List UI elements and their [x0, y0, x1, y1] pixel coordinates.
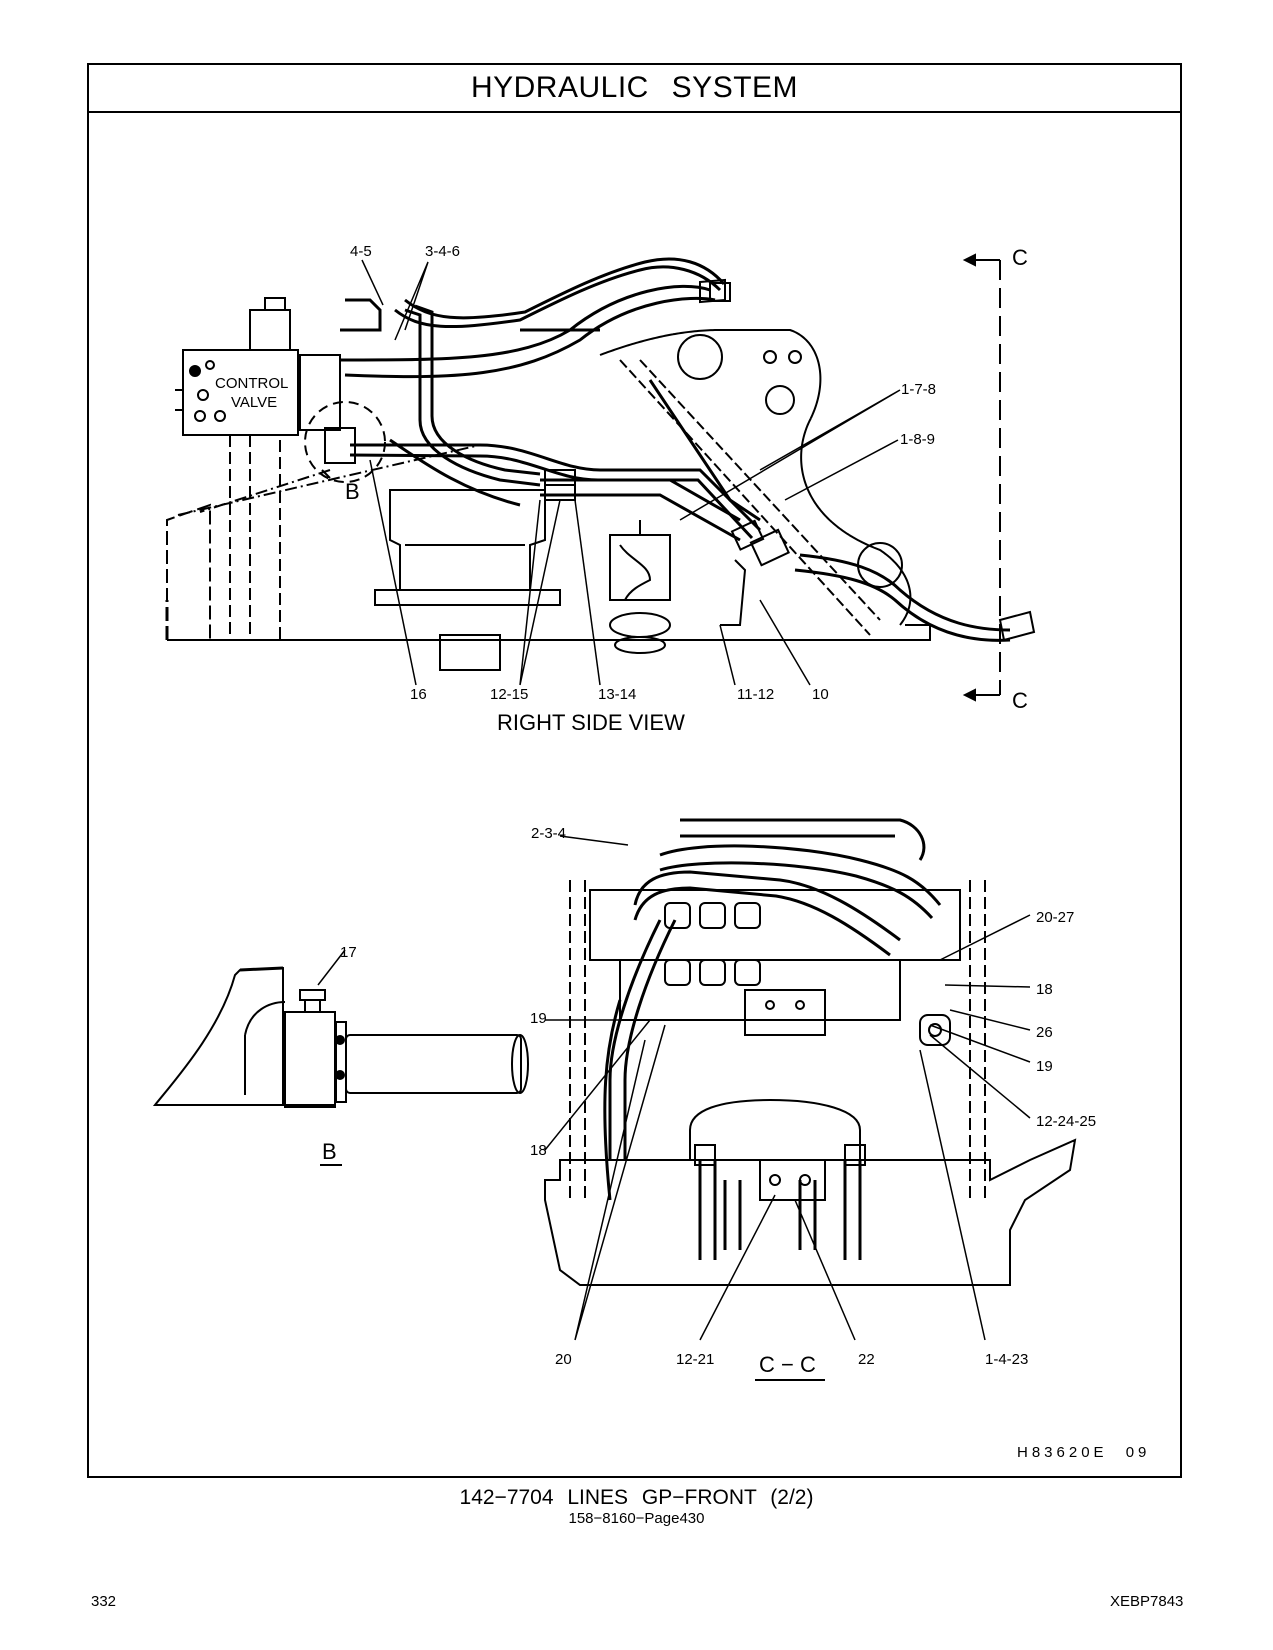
callout-13-14: 13-14 — [598, 686, 637, 703]
callout-10: 10 — [812, 686, 829, 703]
callout-2-3-4: 2-3-4 — [531, 825, 567, 842]
callout-12-15: 12-15 — [490, 686, 529, 703]
callout-1-7-8: 1-7-8 — [901, 381, 937, 398]
callout-16: 16 — [410, 686, 427, 703]
callout-22: 22 — [858, 1351, 875, 1368]
callout-1-8-9: 1-8-9 — [900, 431, 936, 448]
right-side-view-drawing — [165, 253, 1036, 702]
section-marker-bottom: C — [1012, 688, 1028, 713]
callout-20-27: 20-27 — [1036, 909, 1075, 926]
callout-17: 17 — [340, 944, 357, 961]
part-title: 142−7704 LINES GP−FRONT (2/2) — [459, 1486, 814, 1509]
section-cc-drawing — [544, 818, 1077, 1381]
callout-3-4-6: 3-4-6 — [425, 243, 461, 260]
document-code: XEBP7843 — [1110, 1593, 1184, 1610]
page-reference: 158−8160−Page430 — [568, 1510, 705, 1527]
detail-b-drawing — [152, 949, 529, 1166]
section-marker-top: C — [1012, 245, 1028, 270]
callout-20: 20 — [555, 1351, 572, 1368]
detail-b-caption: B — [322, 1139, 337, 1164]
control-valve-label-1: CONTROL — [215, 375, 289, 392]
callout-11-12: 11-12 — [737, 686, 775, 703]
callout-1-4-23: 1-4-23 — [985, 1351, 1029, 1368]
right-side-view-caption: RIGHT SIDE VIEW — [497, 710, 685, 735]
callout-18-left: 18 — [530, 1142, 547, 1159]
drawing-id: H83620E 09 — [1017, 1444, 1151, 1461]
callout-19-left: 19 — [530, 1010, 547, 1027]
page-number: 332 — [91, 1593, 117, 1610]
section-cc-caption: C − C — [759, 1352, 816, 1377]
detail-b-marker: B — [345, 479, 360, 504]
callout-18-right: 18 — [1036, 981, 1053, 998]
callout-19-right: 19 — [1036, 1058, 1053, 1075]
title-bar: HYDRAULIC SYSTEM — [89, 65, 1180, 113]
callout-12-21: 12-21 — [676, 1351, 715, 1368]
callout-12-24-25: 12-24-25 — [1036, 1113, 1097, 1130]
callout-26: 26 — [1036, 1024, 1053, 1041]
page-title: HYDRAULIC SYSTEM — [470, 71, 799, 104]
callout-4-5: 4-5 — [350, 243, 372, 260]
drawing-frame: HYDRAULIC SYSTEM — [87, 63, 1182, 1478]
control-valve-label-2: VALVE — [231, 394, 278, 411]
